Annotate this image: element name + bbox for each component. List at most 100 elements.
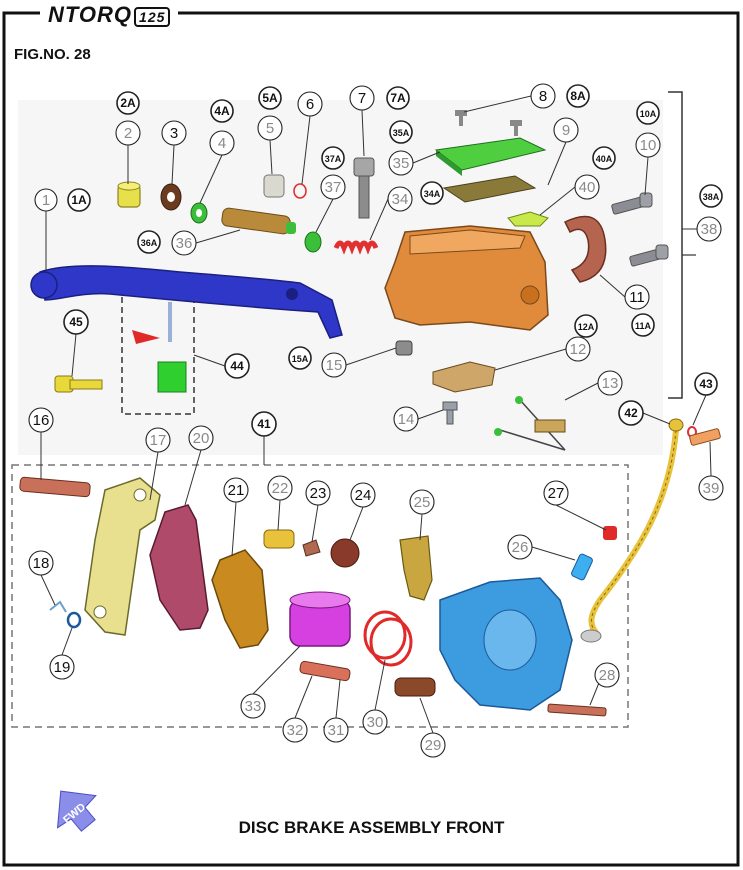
- leader-line: [494, 348, 567, 371]
- callout-circle: [171, 230, 197, 256]
- boot-part: [263, 174, 285, 198]
- callout-circle: [321, 352, 347, 378]
- callout-circle: [49, 654, 75, 680]
- piston-part: [289, 591, 351, 647]
- callout-circle: [188, 425, 214, 451]
- callout-circle: [594, 662, 620, 688]
- brake-hose-part: [580, 418, 684, 643]
- callout-39: 39: [698, 475, 724, 501]
- spring-part: [333, 240, 379, 255]
- leader-line: [642, 412, 671, 425]
- callout-42: 42: [618, 400, 644, 426]
- callout-label: 2: [124, 125, 132, 142]
- callout-circle: [694, 372, 718, 396]
- callout-1a: 1A: [67, 188, 91, 212]
- callout-circle: [350, 482, 376, 508]
- caliper-body-part: [439, 577, 573, 711]
- callout-label: 15: [326, 357, 343, 374]
- callout-circle: [388, 150, 414, 176]
- caliper-group-box: [11, 464, 629, 728]
- small-seal-part: [293, 183, 307, 199]
- callout-26: 26: [507, 534, 533, 560]
- leader-line: [269, 139, 273, 175]
- leader-line: [709, 441, 712, 477]
- callout-5a: 5A: [258, 86, 282, 110]
- group-bracket: [668, 91, 683, 399]
- leader-line: [644, 156, 649, 196]
- callout-circle: [251, 411, 277, 437]
- leader-line: [301, 115, 311, 185]
- leader-line: [71, 333, 77, 377]
- callout-45: 45: [63, 309, 89, 335]
- callout-circle: [240, 693, 266, 719]
- pin-bush-part: [263, 529, 295, 549]
- callout-label: 4: [218, 135, 226, 152]
- callout-2a: 2A: [116, 91, 140, 115]
- callout-label: 45: [69, 315, 83, 329]
- leader-lines: [40, 95, 712, 734]
- callout-label: 37: [325, 179, 342, 196]
- callout-circle: [409, 489, 435, 515]
- clamp-part: [563, 215, 607, 283]
- leader-line: [419, 513, 423, 541]
- callout-label: 4A: [214, 104, 230, 118]
- callout-24: 24: [350, 482, 376, 508]
- nut-part: [395, 340, 413, 356]
- callout-label: 36A: [141, 238, 158, 248]
- stop-switch-part: [432, 361, 496, 393]
- callout-35: 35: [388, 150, 414, 176]
- switch-kit-part: [132, 302, 187, 393]
- callout-label: 42: [624, 406, 638, 420]
- bush-part: [117, 181, 141, 208]
- callout-label: 26: [512, 539, 529, 556]
- callout-22: 22: [267, 475, 293, 501]
- callout-label: 18: [33, 555, 50, 572]
- leader-line: [361, 109, 365, 157]
- leader-line: [315, 198, 334, 233]
- leader-line: [369, 198, 389, 241]
- callout-3: 3: [161, 120, 187, 146]
- callout-label: 14: [398, 411, 415, 428]
- callout-37: 37: [320, 174, 346, 200]
- callout-34: 34: [387, 186, 413, 212]
- callout-label: 44: [230, 359, 244, 373]
- callout-circle: [257, 115, 283, 141]
- callout-label: 40: [579, 179, 596, 196]
- callout-10a: 10A: [636, 101, 660, 125]
- small-o-ring-part: [66, 611, 82, 629]
- callout-12: 12: [565, 336, 591, 362]
- leader-line: [171, 144, 175, 185]
- leader-line: [277, 499, 281, 531]
- leader-line: [335, 679, 341, 719]
- piston-seal-part: [363, 610, 413, 667]
- leader-line: [599, 274, 626, 298]
- callout-label: 38: [701, 221, 718, 238]
- callout-36: 36: [171, 230, 197, 256]
- callout-label: 38A: [703, 192, 720, 202]
- outer-pad-part: [149, 504, 209, 631]
- callout-circle: [323, 717, 349, 743]
- callout-label: 17: [150, 432, 167, 449]
- callout-circle: [320, 174, 346, 200]
- caliper-bracket-part: [84, 477, 161, 636]
- callout-9: 9: [553, 117, 579, 143]
- leader-line: [539, 186, 576, 216]
- callout-38: 38: [696, 216, 722, 242]
- cup-part: [304, 231, 322, 253]
- callout-circle: [267, 475, 293, 501]
- leader-line: [294, 675, 313, 719]
- callout-19: 19: [49, 654, 75, 680]
- diaphragm-part: [442, 175, 537, 203]
- leader-line: [184, 449, 202, 506]
- leader-line: [193, 354, 226, 367]
- callout-15: 15: [321, 352, 347, 378]
- callout-circle: [258, 86, 282, 110]
- leader-line: [374, 659, 386, 711]
- callout-6: 6: [297, 91, 323, 117]
- callout-circle: [209, 130, 235, 156]
- bleed-screw-part: [571, 553, 593, 581]
- brand-model: 125: [134, 7, 171, 27]
- leader-line: [564, 382, 599, 401]
- callout-circle: [362, 709, 388, 735]
- callout-label: 12A: [578, 322, 595, 332]
